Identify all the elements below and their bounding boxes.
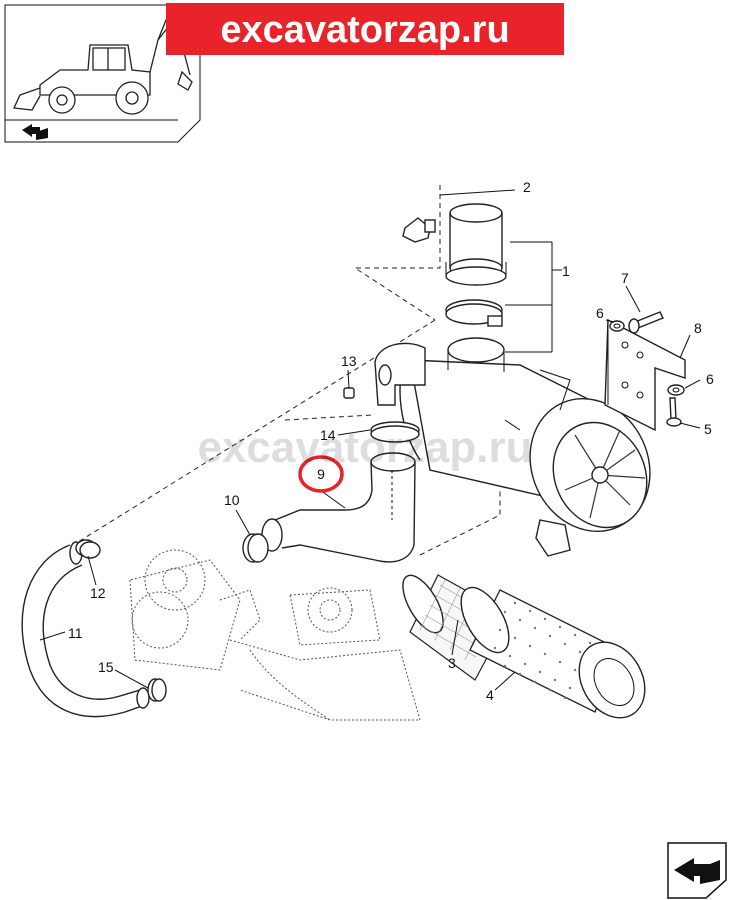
hose-clamp-12[interactable]	[75, 539, 101, 559]
engine-turbocharger	[129, 549, 421, 721]
assembly-dashed-lines	[61, 185, 501, 556]
hose-clamp-15[interactable]	[147, 678, 167, 702]
callout-5: 5	[704, 421, 712, 437]
callout-7: 7	[621, 270, 629, 286]
banner-text: excavatorzap.ru	[220, 9, 509, 51]
washer-top[interactable]	[609, 320, 625, 332]
elbow-hose-9[interactable]	[261, 452, 416, 563]
primary-filter-element-4[interactable]	[451, 580, 658, 730]
mounting-bracket[interactable]	[604, 318, 686, 432]
callout-6-bottom: 6	[706, 371, 714, 387]
washer-bottom[interactable]	[667, 384, 685, 396]
callout-labels: 2 1 7 6 8 6 5 13 14 10 12 11 15 3 4	[68, 179, 714, 703]
callout-1: 1	[562, 263, 570, 279]
arrow-book-icon	[674, 858, 720, 884]
arrow-book-icon	[22, 124, 48, 140]
hose-clamp-top[interactable]	[445, 299, 503, 327]
callout-10: 10	[224, 492, 240, 508]
callout-12: 12	[90, 585, 106, 601]
leader-lines	[39, 189, 701, 691]
site-banner[interactable]: excavatorzap.ru	[166, 3, 564, 55]
watermark-text: excavatorzap.ru	[197, 423, 532, 472]
backhoe-loader-icon	[13, 18, 193, 115]
intake-hose-11[interactable]	[21, 541, 150, 718]
callout-3: 3	[448, 655, 456, 671]
hose-clamp-14[interactable]	[370, 421, 420, 443]
machine-thumbnail[interactable]	[4, 4, 201, 143]
callout-8: 8	[694, 320, 702, 336]
callout-14: 14	[320, 427, 336, 443]
callout-11: 11	[68, 625, 83, 641]
pre-cleaner-cap[interactable]	[445, 203, 507, 286]
callout-15: 15	[98, 659, 114, 675]
callout-2: 2	[523, 179, 531, 195]
highlighted-part-9[interactable]: 9	[298, 455, 344, 493]
next-page-icon[interactable]	[667, 842, 727, 899]
bolt-top[interactable]	[628, 311, 664, 334]
bolt-bottom[interactable]	[666, 397, 682, 427]
callout-9: 9	[317, 466, 325, 482]
air-filter-housing[interactable]	[374, 337, 671, 557]
callout-13: 13	[341, 353, 357, 369]
plug-13[interactable]	[343, 387, 355, 399]
callout-4: 4	[486, 687, 494, 703]
restriction-indicator[interactable]	[402, 217, 436, 243]
hose-clamp-10[interactable]	[242, 533, 269, 563]
callout-6-top: 6	[596, 305, 604, 321]
